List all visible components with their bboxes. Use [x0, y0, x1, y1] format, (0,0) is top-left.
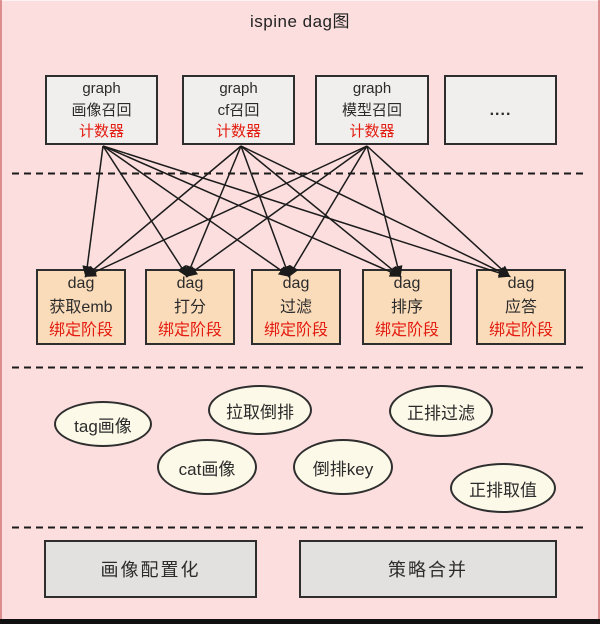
dag-box-line1: dag	[507, 275, 535, 292]
dag-box-stage-label: 绑定阶段	[488, 322, 553, 339]
bottom-box-label: 策略合并	[388, 560, 468, 580]
graph-box-counter-label: 计数器	[215, 123, 261, 140]
dag-box-line2: 排序	[390, 298, 423, 316]
dag-box-stage-label: 绑定阶段	[263, 322, 328, 339]
dag-box-get-emb: dag 获取emb 绑定阶段	[36, 269, 126, 345]
ellipse-inverted-key: 倒排key	[293, 439, 393, 495]
dag-box-line2: 应答	[504, 298, 537, 316]
graph-box-line1: graph	[82, 80, 121, 97]
ellipse-forward-value: 正排取值	[450, 463, 556, 513]
graph-box-line2: 画像召回	[71, 101, 132, 119]
dag-box-line1: dag	[393, 275, 421, 292]
ellipse-label: 拉取倒排	[226, 402, 294, 422]
bottom-box-strategy-merge: 策略合并	[299, 540, 557, 598]
ellipse-label: 正排取值	[469, 480, 537, 500]
dag-box-line2: 过滤	[279, 298, 312, 316]
ellipse-label: cat画像	[178, 459, 236, 479]
graph-box-line2: cf召回	[217, 101, 260, 119]
frame-right-edge	[598, 0, 600, 619]
dag-box-line2: 打分	[173, 298, 206, 316]
graph-box-counter-label: 计数器	[349, 123, 395, 140]
bottom-box-label: 画像配置化	[100, 560, 201, 580]
graph-box-model-recall: graph 模型召回 计数器	[315, 75, 429, 145]
page-title: ispine dag图	[249, 12, 350, 31]
ellipse-label: 倒排key	[312, 459, 374, 479]
dag-box-stage-label: 绑定阶段	[157, 322, 222, 339]
frame-top-edge	[0, 0, 600, 1]
graph-box-line1: graph	[352, 80, 392, 97]
dag-box-reply: dag 应答 绑定阶段	[476, 269, 566, 345]
dag-box-stage-label: 绑定阶段	[48, 322, 113, 339]
dag-box-stage-label: 绑定阶段	[374, 322, 439, 339]
dag-box-line2: 获取emb	[49, 298, 113, 316]
graph-box-line1: graph	[219, 80, 258, 97]
frame-left-edge	[0, 0, 2, 619]
dag-box-score: dag 打分 绑定阶段	[145, 269, 235, 345]
frame-bottom-bar	[0, 619, 600, 624]
ellipse-forward-filter: 正排过滤	[389, 385, 493, 437]
ellipse-label: 正排过滤	[407, 403, 475, 423]
dag-box-sort: dag 排序 绑定阶段	[362, 269, 452, 345]
graph-box-more: ....	[444, 75, 557, 145]
ellipse-cat-portrait: cat画像	[157, 439, 257, 495]
dag-box-filter: dag 过滤 绑定阶段	[251, 269, 341, 345]
graph-box-portrait-recall: graph 画像召回 计数器	[45, 75, 158, 145]
ellipse-label: tag画像	[74, 416, 132, 436]
graph-box-cf-recall: graph cf召回 计数器	[182, 75, 295, 145]
ellipse-pull-inverted-index: 拉取倒排	[208, 385, 312, 435]
graph-box-line2: 模型召回	[341, 101, 402, 119]
ellipsis-label: ....	[489, 101, 512, 119]
bottom-box-portrait-config: 画像配置化	[44, 540, 257, 598]
graph-box-counter-label: 计数器	[78, 123, 124, 140]
dag-edges	[82, 145, 511, 278]
dag-box-line1: dag	[282, 275, 310, 292]
dag-box-line1: dag	[176, 275, 204, 292]
ellipse-tag-portrait: tag画像	[54, 401, 152, 447]
dag-box-line1: dag	[67, 275, 95, 292]
